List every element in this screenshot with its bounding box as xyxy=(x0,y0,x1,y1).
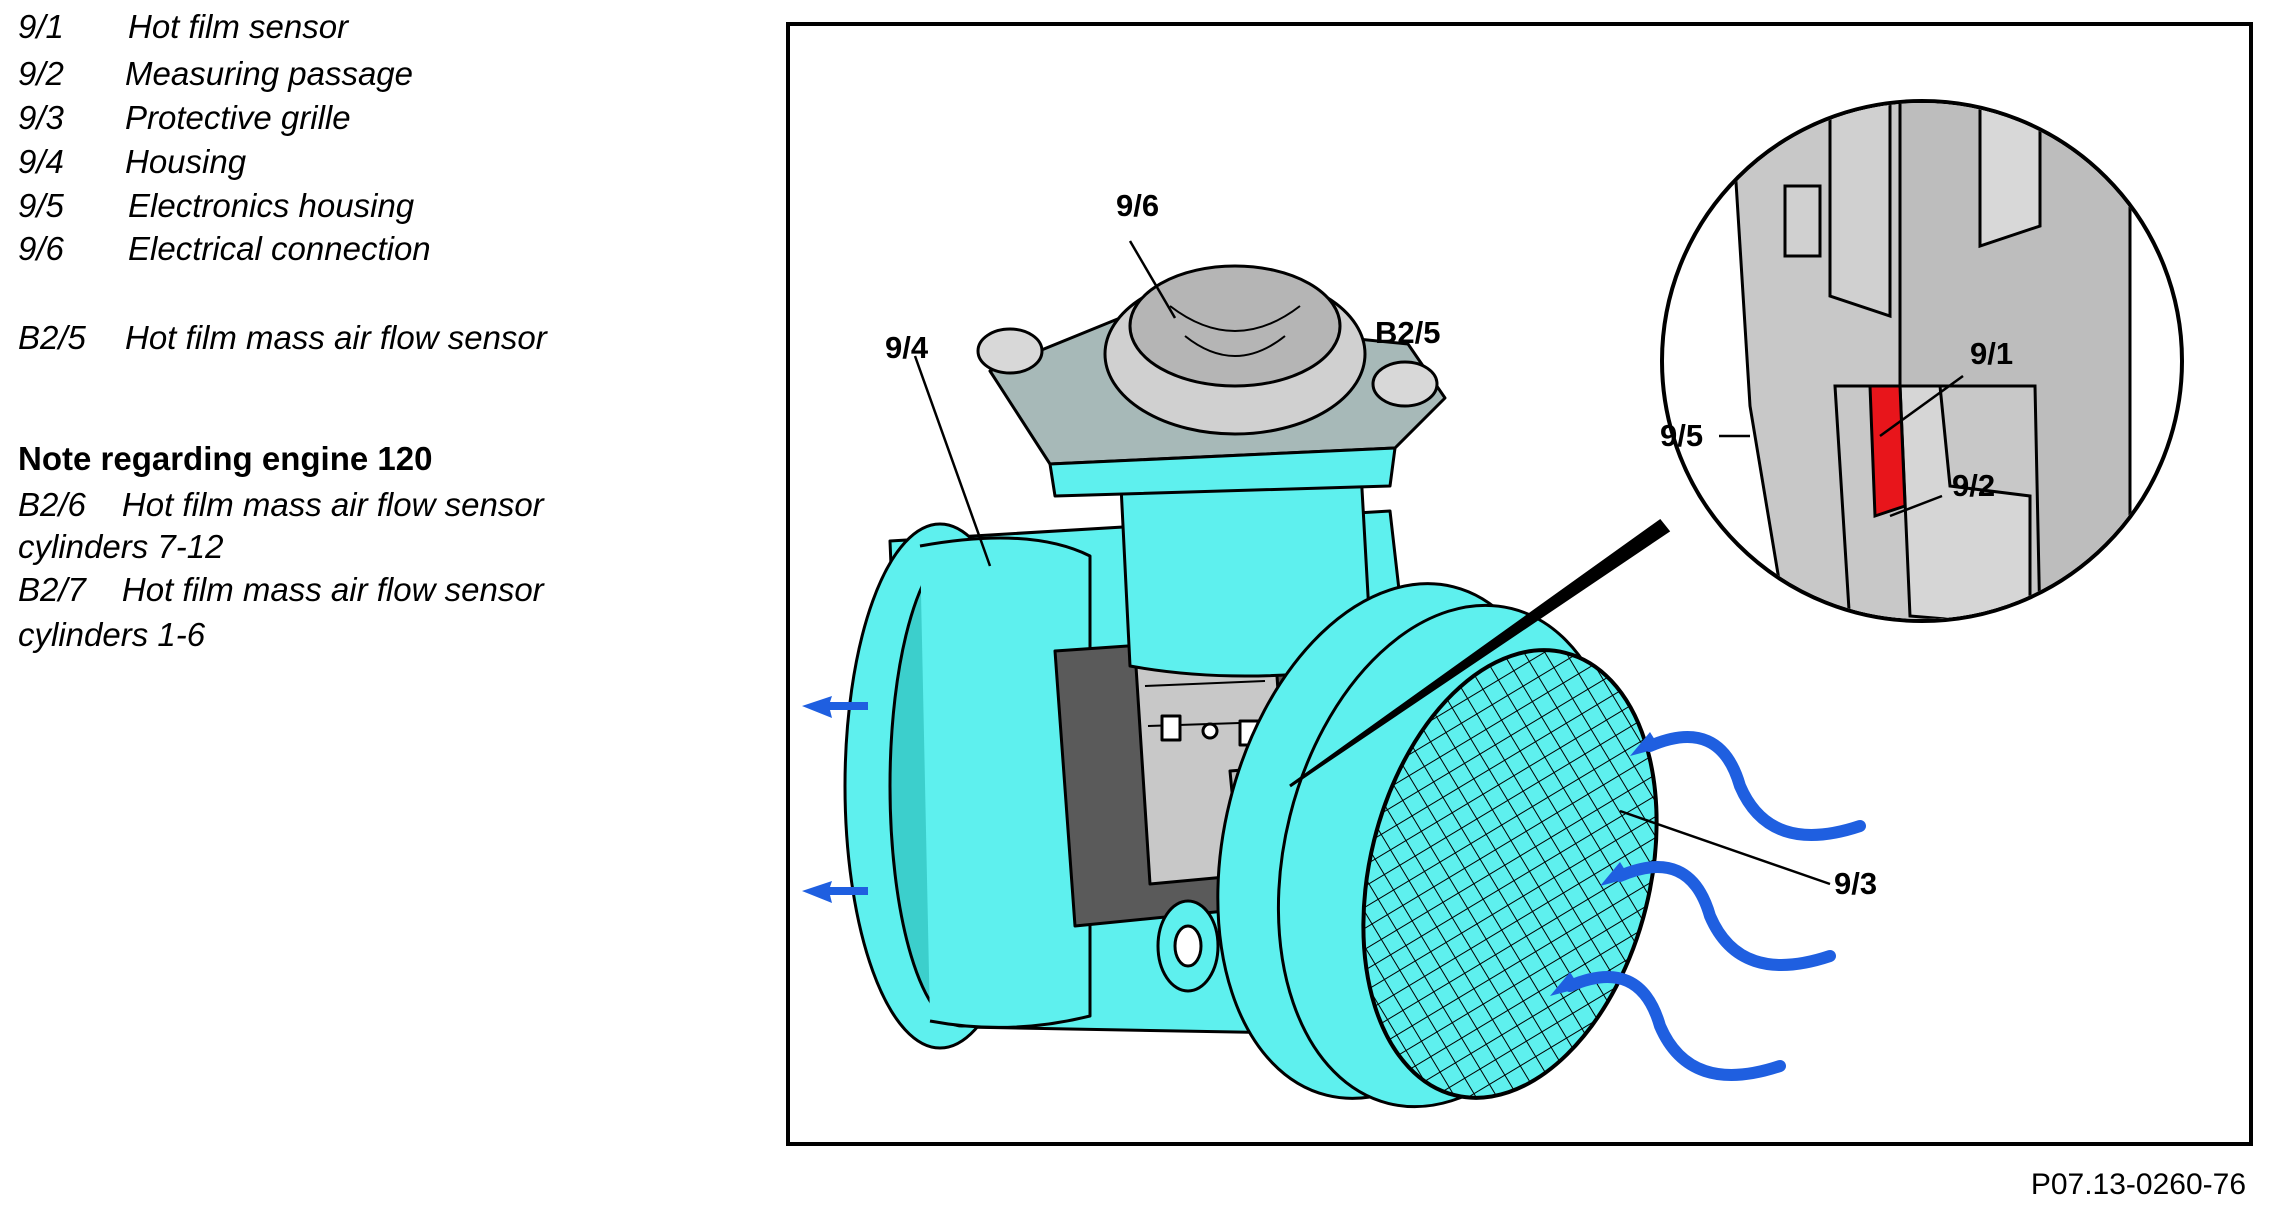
legend-code: 9/3 xyxy=(18,99,64,136)
legend-text: Electronics housing xyxy=(128,187,415,224)
note-text: Hot film mass air flow sensor xyxy=(121,486,544,523)
detail-view xyxy=(1660,99,2184,623)
callout-9-4: 9/4 xyxy=(885,330,929,365)
leader-line xyxy=(913,355,992,567)
note-title: Note regarding engine 120 xyxy=(18,440,433,477)
legend-text: Measuring passage xyxy=(125,55,414,92)
screw xyxy=(976,327,1044,375)
protective-grille xyxy=(1361,648,1659,1100)
arrow-icon xyxy=(802,696,868,718)
note-line: cylinders 7-12 xyxy=(18,528,223,566)
wavy-arrow-icon xyxy=(1564,971,1786,1081)
leader-line xyxy=(1128,240,1177,319)
arrow-icon xyxy=(1600,862,1630,886)
legend-code: 9/6 xyxy=(18,230,64,267)
leader-line xyxy=(1889,494,1943,518)
note-line: B2/7 Hot film mass air flow sensor xyxy=(18,571,544,609)
screw xyxy=(1371,360,1439,408)
detail-pointer xyxy=(1289,518,1671,788)
legend-text: Electrical connection xyxy=(128,230,431,267)
callout-9-5: 9/5 xyxy=(1660,418,1703,453)
legend-text: Hot film mass air flow sensor xyxy=(125,319,547,356)
callout-9-3: 9/3 xyxy=(1834,866,1877,901)
arrow-icon xyxy=(802,881,868,903)
leader-line xyxy=(1619,809,1831,886)
diagram-frame: 9/6 9/4 B2/5 9/1 9/5 9/2 9/3 xyxy=(786,22,2253,1146)
legend-code: 9/1 xyxy=(18,8,64,45)
arrow-icon xyxy=(1550,972,1580,996)
wavy-arrow-icon xyxy=(1644,731,1866,841)
callout-9-2: 9/2 xyxy=(1952,468,1995,503)
legend-code: 9/5 xyxy=(18,187,64,224)
legend-code: 9/4 xyxy=(18,143,64,180)
legend-code: B2/5 xyxy=(18,319,86,356)
note-text: cylinders 1-6 xyxy=(18,616,206,653)
arrow-icon xyxy=(1630,732,1660,756)
wavy-arrow-icon xyxy=(1614,861,1836,971)
legend-code: 9/2 xyxy=(18,55,64,92)
callout-9-1: 9/1 xyxy=(1970,336,2013,371)
airflow-arrows-in xyxy=(1564,731,1866,1081)
hot-film-sensor xyxy=(1868,384,1907,519)
leader-line xyxy=(1879,374,1964,438)
legend-text: Housing xyxy=(125,143,247,180)
note-text: cylinders 7-12 xyxy=(18,528,224,565)
note-line: B2/6 Hot film mass air flow sensor xyxy=(18,486,544,524)
legend-text: Protective grille xyxy=(125,99,351,136)
airflow-arrows-out xyxy=(802,696,868,903)
note-code: B2/7 xyxy=(18,571,86,608)
callout-b2-5: B2/5 xyxy=(1375,315,1440,350)
measuring-passage xyxy=(1898,384,2032,619)
sensor-diagram: 9/6 9/4 B2/5 9/1 9/5 9/2 9/3 xyxy=(802,99,2184,1109)
figure-id: P07.13-0260-76 xyxy=(2030,1168,2246,1201)
callout-9-6: 9/6 xyxy=(1116,188,1159,223)
note-text: Hot film mass air flow sensor xyxy=(121,571,544,608)
note-code: B2/6 xyxy=(18,486,86,523)
note-line: cylinders 1-6 xyxy=(18,616,205,654)
legend-text: Hot film sensor xyxy=(128,8,349,45)
